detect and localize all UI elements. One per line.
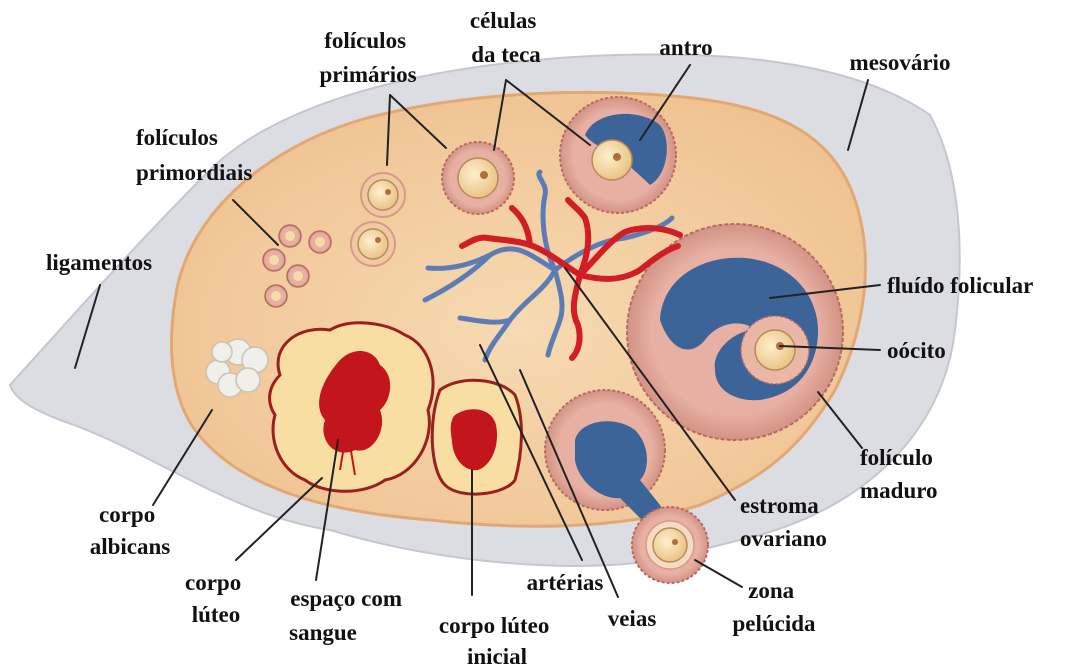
label-antro: antro — [659, 35, 712, 60]
antral-follicle — [560, 97, 676, 213]
secondary-follicle — [442, 142, 514, 214]
label-corpo-luteo: corpo lúteo — [185, 570, 247, 627]
label-fluido-folicular: fluído folicular — [887, 273, 1033, 298]
label-zona-pelucida: zona pelúcida — [732, 578, 816, 636]
label-veias: veias — [608, 606, 657, 631]
label-ligamentos: ligamentos — [46, 250, 152, 275]
label-celulas-teca: células da teca — [470, 8, 542, 67]
label-corpo-albicans: corpo albicans — [90, 502, 171, 559]
label-arterias: artérias — [527, 570, 604, 595]
label-foliculos-primarios: folículos primários — [319, 28, 416, 87]
label-espaco-com-sangue: espaço com sangue — [289, 586, 408, 645]
label-mesovario: mesovário — [850, 50, 951, 75]
corpus-luteum — [270, 323, 434, 491]
label-oocito: oócito — [887, 338, 946, 363]
label-corpo-luteo-inicial: corpo lúteo inicial — [439, 613, 555, 669]
early-corpus-luteum — [432, 380, 521, 494]
